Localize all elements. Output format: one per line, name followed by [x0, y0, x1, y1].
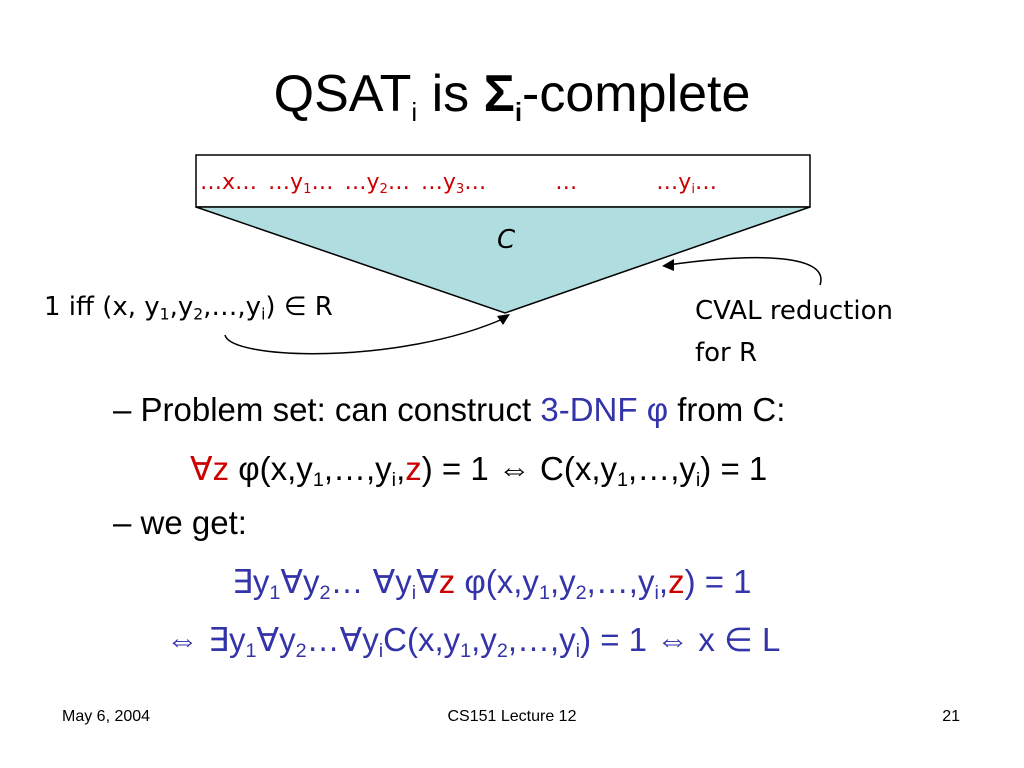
- language-equivalence: ⇔ ∃y1∀y2…∀yiC(x,y1,y2,…,yi) = 1 ⇔ x ∈ L: [166, 621, 781, 662]
- cval-reduction-note: CVAL reduction for R: [695, 296, 894, 368]
- accept-arrow: [224, 317, 506, 355]
- input-variables-box: [195, 154, 811, 208]
- slide-title: QSATi is Σi-complete: [273, 65, 751, 127]
- cval-arrow-head: [662, 259, 674, 271]
- footer-course: CS151 Lecture 12: [447, 708, 577, 725]
- slide-number: 21: [942, 708, 960, 725]
- circuit-label: C: [497, 225, 516, 255]
- equivalence-formula: ∀z φ(x,y1,…,yi,z) = 1 ⇔ C(x,y1,…,yi) = 1: [190, 450, 768, 491]
- quantified-formula: ∃y1∀y2… ∀yi∀z φ(x,y1,y2,…,yi,z) = 1: [232, 563, 752, 604]
- accept-arrow-head: [497, 314, 510, 325]
- cval-arrow: [667, 256, 822, 286]
- input-variables: …x… …y1… …y2… …y3… … …yi…: [200, 170, 717, 197]
- circuit-triangle: [195, 206, 811, 314]
- footer-date: May 6, 2004: [62, 708, 151, 725]
- bullet-we-get: – we get:: [113, 504, 247, 541]
- acceptance-condition: 1 iff (x, y1,y2,…,yi) ∈ R: [44, 292, 333, 324]
- bullet-problem-set: – Problem set: can construct 3-DNF φ fro…: [113, 391, 786, 428]
